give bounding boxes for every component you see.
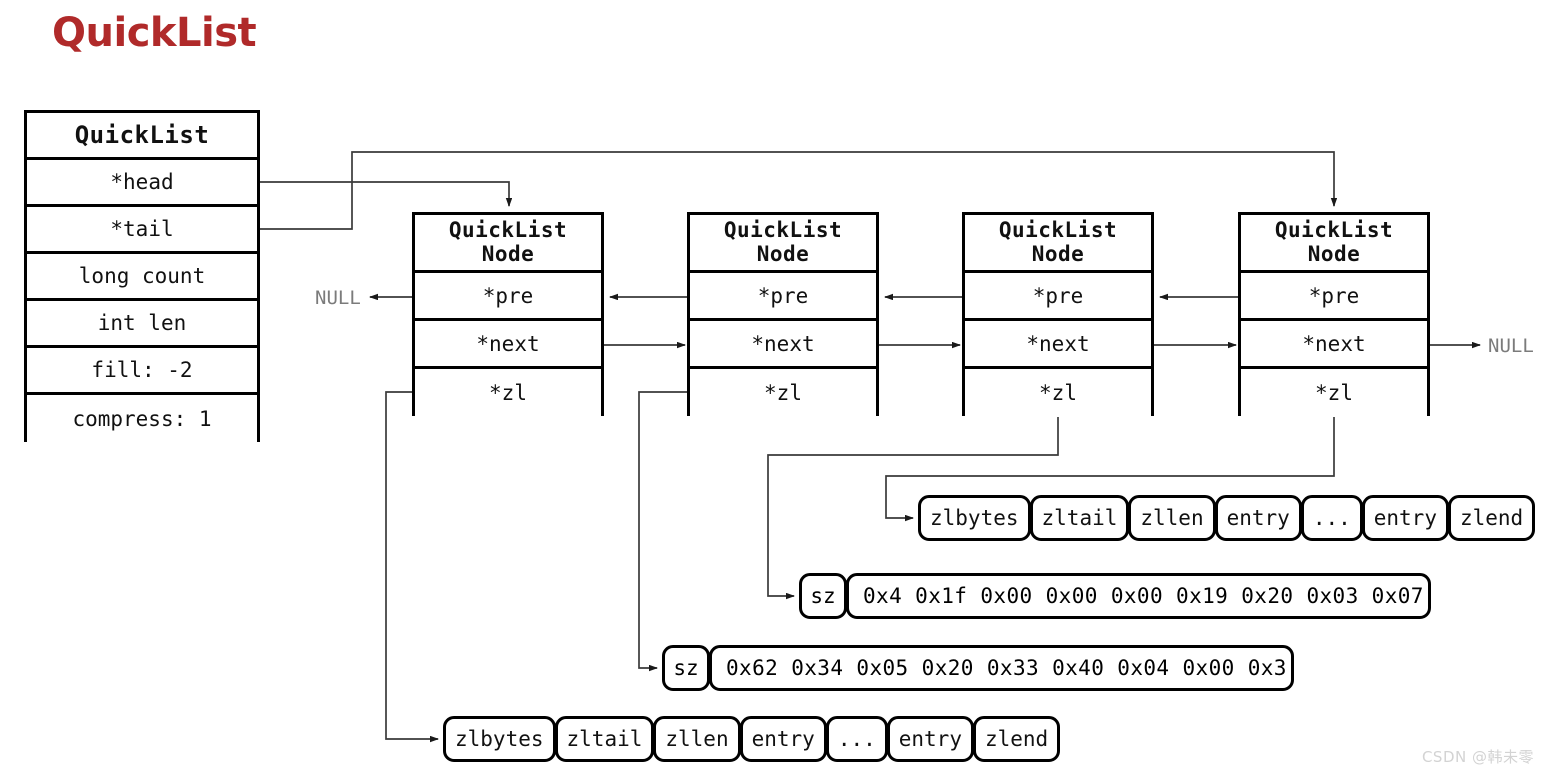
null-label-right: NULL bbox=[1488, 335, 1534, 357]
node-header-line1: QuickList bbox=[998, 217, 1118, 242]
quicklist-node-2-header: QuickList Node bbox=[690, 215, 876, 273]
ziplist-cell-zllen: zllen bbox=[653, 716, 741, 762]
page-title: QuickList bbox=[52, 10, 257, 56]
hex-bytes-2: 0x62 0x34 0x05 0x20 0x33 0x40 0x04 0x00 … bbox=[709, 645, 1294, 691]
quicklist-field-fill: fill: -2 bbox=[27, 348, 257, 395]
watermark: CSDN @韩未零 bbox=[1421, 748, 1534, 766]
node-3-field-pre: *pre bbox=[965, 273, 1151, 321]
node-header-line2: Node bbox=[1031, 241, 1085, 266]
null-label-left: NULL bbox=[315, 287, 361, 309]
quicklist-field-count: long count bbox=[27, 254, 257, 301]
quicklist-struct-header: QuickList bbox=[27, 113, 257, 160]
node-header-line2: Node bbox=[1307, 241, 1361, 266]
quicklist-field-len: int len bbox=[27, 301, 257, 348]
node-4-field-pre: *pre bbox=[1241, 273, 1427, 321]
quicklist-struct: QuickList *head *tail long count int len… bbox=[24, 110, 260, 442]
quicklist-node-1-header: QuickList Node bbox=[415, 215, 601, 273]
ziplist-cell-ellipsis: ... bbox=[825, 716, 888, 762]
node-header-line1: QuickList bbox=[723, 217, 843, 242]
node-1-field-pre: *pre bbox=[415, 273, 601, 321]
ziplist-cell-entry-1: entry bbox=[739, 716, 827, 762]
ziplist-cell-zltail: zltail bbox=[554, 716, 655, 762]
sz-hex-row-2: sz 0x62 0x34 0x05 0x20 0x33 0x40 0x04 0x… bbox=[662, 645, 1294, 691]
ziplist-top: zlbytes zltail zllen entry ... entry zle… bbox=[918, 495, 1536, 541]
ziplist-cell-entry-1: entry bbox=[1214, 495, 1302, 541]
quicklist-node-3: QuickList Node *pre *next *zl bbox=[962, 212, 1154, 417]
quicklist-field-tail: *tail bbox=[27, 207, 257, 254]
node-1-field-next: *next bbox=[415, 321, 601, 369]
sz-label-2: sz bbox=[662, 645, 710, 691]
quicklist-node-1: QuickList Node *pre *next *zl bbox=[412, 212, 604, 417]
sz-label-1: sz bbox=[799, 573, 847, 619]
ziplist-cell-zlend: zlend bbox=[972, 716, 1061, 762]
node-4-field-zl: *zl bbox=[1241, 369, 1427, 417]
node-4-field-next: *next bbox=[1241, 321, 1427, 369]
quicklist-node-4-header: QuickList Node bbox=[1241, 215, 1427, 273]
node-header-line1: QuickList bbox=[448, 217, 568, 242]
hex-bytes-1: 0x4 0x1f 0x00 0x00 0x00 0x19 0x20 0x03 0… bbox=[846, 573, 1431, 619]
ziplist-cell-zllen: zllen bbox=[1128, 495, 1216, 541]
ziplist-cell-zlend: zlend bbox=[1447, 495, 1536, 541]
ziplist-cell-zlbytes: zlbytes bbox=[443, 716, 556, 762]
ziplist-bottom: zlbytes zltail zllen entry ... entry zle… bbox=[443, 716, 1061, 762]
quicklist-node-4: QuickList Node *pre *next *zl bbox=[1238, 212, 1430, 417]
node-header-line1: QuickList bbox=[1274, 217, 1394, 242]
node-3-field-next: *next bbox=[965, 321, 1151, 369]
quicklist-field-compress: compress: 1 bbox=[27, 395, 257, 442]
node-1-field-zl: *zl bbox=[415, 369, 601, 417]
sz-hex-row-1: sz 0x4 0x1f 0x00 0x00 0x00 0x19 0x20 0x0… bbox=[799, 573, 1431, 619]
node-header-line2: Node bbox=[481, 241, 535, 266]
node-header-line2: Node bbox=[756, 241, 810, 266]
quicklist-node-3-header: QuickList Node bbox=[965, 215, 1151, 273]
node-2-field-next: *next bbox=[690, 321, 876, 369]
ziplist-cell-zltail: zltail bbox=[1029, 495, 1130, 541]
node-3-field-zl: *zl bbox=[965, 369, 1151, 417]
quicklist-field-head: *head bbox=[27, 160, 257, 207]
quicklist-node-2: QuickList Node *pre *next *zl bbox=[687, 212, 879, 417]
node-2-field-pre: *pre bbox=[690, 273, 876, 321]
ziplist-cell-entry-2: entry bbox=[886, 716, 974, 762]
node-2-field-zl: *zl bbox=[690, 369, 876, 417]
ziplist-cell-ellipsis: ... bbox=[1300, 495, 1363, 541]
ziplist-cell-entry-2: entry bbox=[1361, 495, 1449, 541]
ziplist-cell-zlbytes: zlbytes bbox=[918, 495, 1031, 541]
